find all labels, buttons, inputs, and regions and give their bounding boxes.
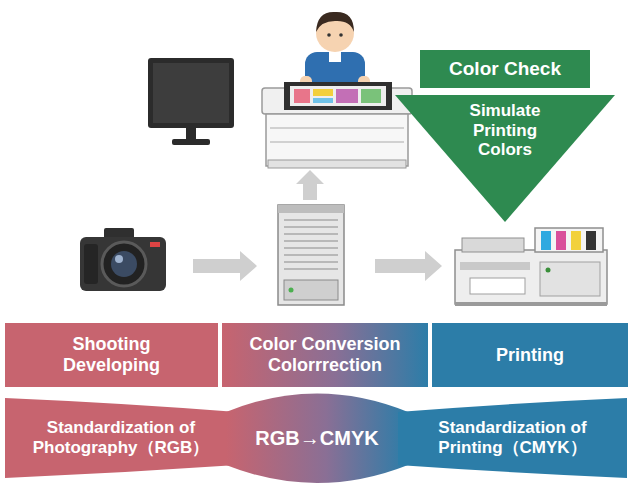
node-label: Shooting Developing: [52, 334, 172, 375]
server-slot: [284, 268, 338, 269]
standard-band: Standardization of Photography（RGB）: [5, 395, 237, 481]
server-slot: [284, 240, 338, 241]
node-label: RGB→CMYK: [255, 427, 378, 450]
server-slot: [284, 233, 338, 234]
node-label: Simulate Printing Colors: [455, 101, 555, 160]
conversion-lens: RGB→CMYK: [226, 393, 408, 483]
server-slot: [284, 226, 338, 227]
stage-box: Shooting Developing: [5, 323, 218, 387]
conversion-lens-fill: [226, 394, 408, 484]
server-slot: [284, 219, 338, 220]
simulate-triangle: Simulate Printing Colors: [395, 95, 615, 222]
stage-box: Printing: [432, 323, 628, 387]
node-label: Printing: [496, 345, 564, 366]
server-icon: [278, 205, 344, 305]
server-slot: [284, 261, 338, 262]
server-slot: [284, 254, 338, 255]
simulate-triangle-fill: [395, 95, 615, 222]
node-label: Color Check: [449, 58, 561, 80]
node-label: Standardization of Printing（CMYK）: [420, 418, 605, 457]
node-label: Standardization of Photography（RGB）: [29, 418, 214, 457]
standard-band: Standardization of Printing（CMYK）: [398, 395, 627, 481]
camera-icon: [80, 228, 166, 291]
monitor-icon: [148, 58, 234, 145]
check-box: Color Check: [420, 50, 590, 88]
node-label: Color Conversion Colorrrection: [226, 334, 424, 375]
proofing-device: [262, 82, 412, 168]
server-slot: [284, 247, 338, 248]
printer-icon: [455, 228, 607, 306]
standard-band-fill: [5, 398, 237, 478]
stage-box: Color Conversion Colorrrection: [222, 323, 428, 387]
standard-band-fill: [398, 398, 627, 478]
